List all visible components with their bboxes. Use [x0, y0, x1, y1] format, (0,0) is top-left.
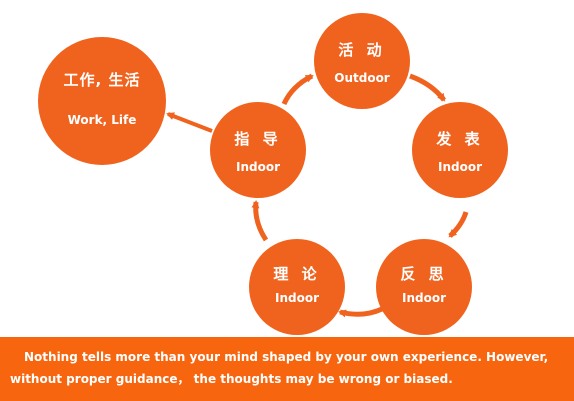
node-work-life-en: Work, Life: [67, 113, 137, 127]
node-theory-zh: 理 论: [273, 265, 321, 283]
node-activity-zh: 活 动: [338, 41, 386, 59]
node-reflect-en: Indoor: [401, 291, 446, 305]
node-express-zh: 发 表: [436, 130, 484, 148]
node-reflect-zh: 反 思: [400, 265, 448, 283]
node-work-life-zh: 工作, 生活: [63, 71, 141, 89]
node-guide-en: Indoor: [235, 160, 280, 174]
caption-line-2: without proper guidance， the thoughts ma…: [10, 372, 453, 386]
arrow-theory-to-guide: [251, 200, 269, 242]
arrow-guide-to-work-life: [166, 112, 213, 133]
arrow-reflect-to-theory: [338, 305, 386, 318]
node-guide: 指 导 Indoor: [210, 102, 306, 198]
node-express: 发 表 Indoor: [412, 102, 508, 198]
node-reflect: 反 思 Indoor: [376, 239, 472, 335]
node-theory-en: Indoor: [274, 291, 319, 305]
arrow-activity-to-express: [409, 73, 446, 102]
node-activity: 活 动 Outdoor: [314, 13, 410, 109]
caption-line-1: Nothing tells more than your mind shaped…: [24, 350, 549, 364]
node-work-life: 工作, 生活 Work, Life: [38, 37, 166, 165]
caption-banner: Nothing tells more than your mind shaped…: [0, 337, 574, 401]
arrow-express-to-reflect: [448, 211, 469, 238]
node-guide-zh: 指 导: [234, 130, 282, 148]
arrow-guide-to-activity: [281, 73, 314, 106]
node-express-en: Indoor: [437, 160, 482, 174]
node-activity-en: Outdoor: [334, 71, 390, 85]
node-theory: 理 论 Indoor: [249, 239, 345, 335]
